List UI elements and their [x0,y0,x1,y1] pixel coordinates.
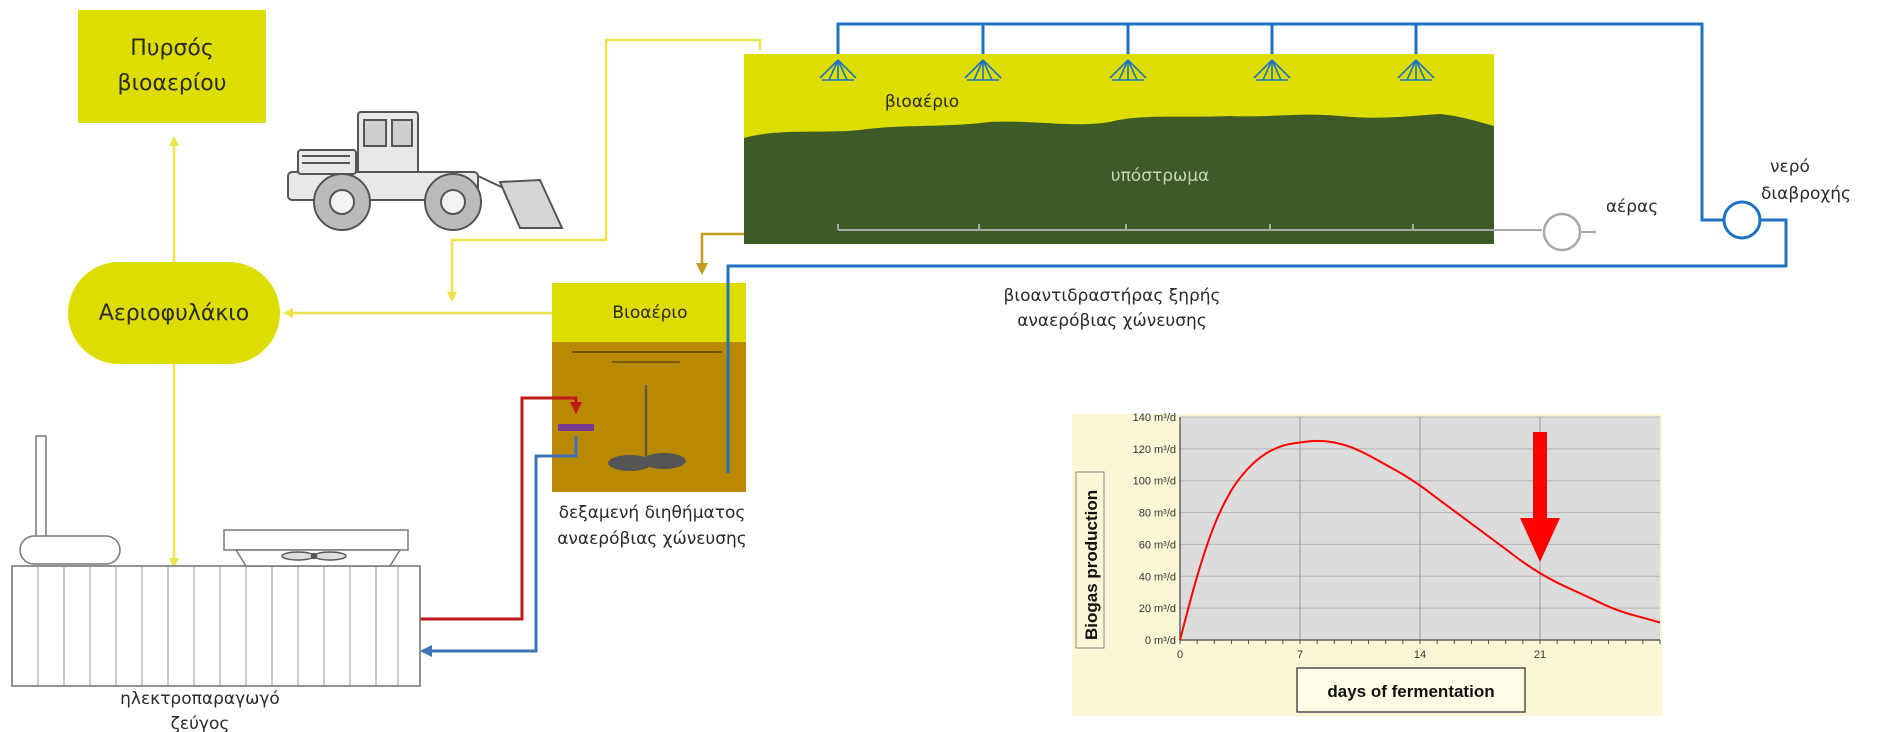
y-tick-label: 0 m³/d [1145,635,1176,647]
flare-label-line1: Πυρσός [130,36,214,61]
arrow-shaft [1533,432,1547,518]
heating-circuit [420,396,594,657]
percolate-tank: Βιοαέριο [552,266,746,492]
y-tick-label: 140 m³/d [1133,412,1176,424]
reactor-caption-line1: βιοαντιδραστήρας ξηρής [1003,286,1220,306]
air-blower-icon [1542,212,1582,252]
sprinkler-icon [964,59,1002,81]
chp-caption-line1: ηλεκτροπαραγωγό [120,689,280,709]
fan-icon [281,551,347,561]
tank-gas-label: Βιοαέριο [612,303,687,323]
water-label-line2: διαβροχής [1761,184,1851,204]
y-tick-label: 60 m³/d [1139,539,1176,551]
stirrer-icon [608,455,652,471]
percolate-drain-line [696,232,744,275]
wheel-loader-icon [287,111,564,231]
x-tick-label: 7 [1297,649,1303,661]
x-tick-label: 21 [1534,649,1546,661]
biogas-lines [169,38,762,568]
x-tick-label: 0 [1177,649,1183,661]
x-axis-title: days of fermentation [1327,682,1494,701]
hot-water-line [420,396,582,621]
substrate-label: υπόστρωμα [1111,166,1210,186]
dry-digestion-bioreactor: βιοαέριο υπόστρωμα [744,54,1542,244]
sprinkler-icon [1253,59,1291,81]
reactor-caption-line2: αναερόβιας χώνευσης [1017,311,1207,331]
exhaust-stack-icon [35,435,47,541]
y-axis-title: Biogas production [1082,490,1101,640]
sprinkler-icon [819,59,857,81]
return-water-line [420,436,578,657]
y-axis-title-box [1075,471,1105,649]
water-pump-icon [1722,200,1762,240]
gas-holder-label: Αεριοφυλάκιο [99,301,249,326]
x-axis-title-box [1296,667,1526,713]
chp-unit [11,435,421,687]
air-blower: αέρας [1542,197,1658,252]
tank-caption-line2: αναερόβιας χώνευσης [557,529,747,549]
chart-x-ticks: 0 7 14 21 [1177,640,1661,661]
chart-y-ticks: 0 m³/d 20 m³/d 40 m³/d 60 m³/d 80 m³/d 100 m³… [1133,412,1176,647]
reactor-gas-label: βιοαέριο [885,92,959,112]
tank-caption-line1: δεξαμενή διηθήματος [559,503,746,523]
substrate-layer [744,114,1494,244]
chart-series-line [1179,439,1661,641]
y-tick-label: 20 m³/d [1139,603,1176,615]
sprinkler-icon [1397,59,1435,81]
sprinkler-nozzles [819,59,1435,81]
y-tick-label: 80 m³/d [1139,508,1176,520]
arrow-head-icon [1520,518,1560,562]
sprinkler-icon [1109,59,1147,81]
biogas-flare: Πυρσός βιοαερίου [78,10,266,123]
biogas-production-chart: 0 m³/d 20 m³/d 40 m³/d 60 m³/d 80 m³/d 100 m³… [1072,412,1662,716]
flare-label-line2: βιοαερίου [118,71,227,96]
y-tick-label: 120 m³/d [1133,444,1176,456]
gas-line-reactor-to-holder [447,38,762,302]
chp-caption-line2: ζεύγος [171,714,230,732]
y-tick-label: 100 m³/d [1133,476,1176,488]
gas-holder: Αεριοφυλάκιο [68,262,280,364]
chart-grid [1179,416,1660,641]
water-label-line1: νερό [1770,157,1810,177]
air-label: αέρας [1606,197,1658,217]
water-pump: νερό διαβροχής [1722,157,1851,240]
y-tick-label: 40 m³/d [1139,571,1176,583]
x-tick-label: 14 [1414,649,1426,661]
chart-arrow-marker [1520,432,1560,562]
